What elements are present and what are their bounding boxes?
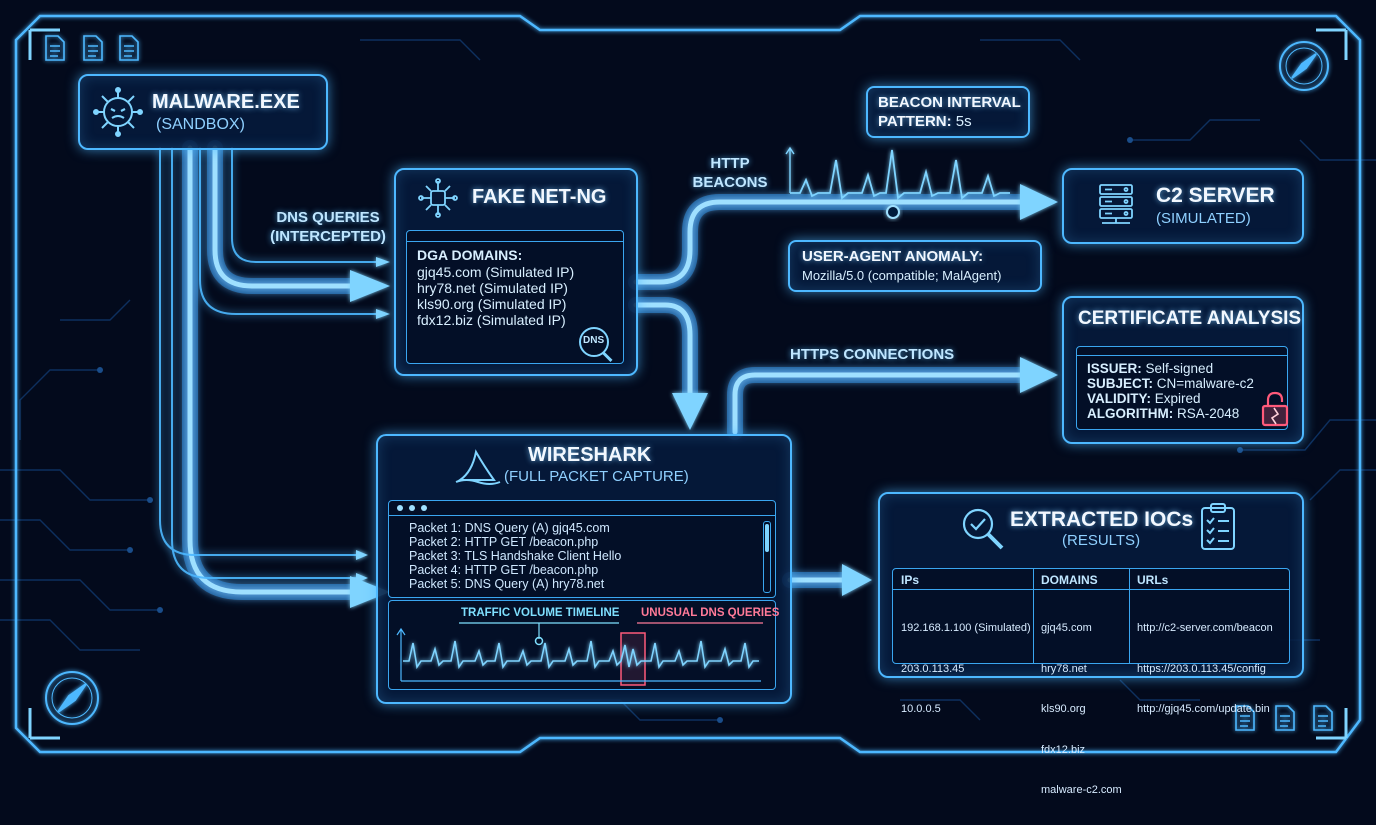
wireshark-node[interactable]: WIRESHARK (FULL PACKET CAPTURE) Packet 1… [376,434,792,704]
dns-magnifier-handle [601,351,613,363]
ioc-ip: 10.0.0.5 [901,703,941,715]
c2-subtitle: (SIMULATED) [1156,210,1251,227]
document-icons [45,35,1333,731]
shark-fin-icon [455,449,501,485]
beacon-interval-line2: PATTERN: 5s [878,113,972,130]
ioc-domain: hry78.net [1041,662,1087,675]
malware-node[interactable]: MALWARE.EXE (SANDBOX) [78,74,328,150]
ioc-header-urls: URLs [1137,573,1169,587]
c2-title: C2 SERVER [1156,184,1275,207]
ioc-url: http://c2-server.com/beacon [1137,622,1273,634]
ioc-url: https://203.0.113.45/config [1137,662,1266,675]
dga-header: DGA DOMAINS: [417,247,523,263]
flow-pipes [159,140,1028,600]
fakenet-node[interactable]: FAKE NET-NG DGA DOMAINS: gjq45.com (Simu… [394,168,638,376]
magnifier-check-icon [962,508,1004,550]
packet-scrollbar-thumb[interactable] [765,524,769,552]
diagram-canvas [0,14,1376,754]
dns-queries-label: DNS QUERIES (INTERCEPTED) [270,209,386,245]
virus-icon [93,87,143,137]
traffic-timeline-panel: TRAFFIC VOLUME TIMELINE UNUSUAL DNS QUER… [388,600,780,690]
ioc-url: http://gjq45.com/update.bin [1137,703,1270,715]
cert-validity: VALIDITY: Expired [1087,391,1201,406]
ioc-header-ips: IPs [901,573,920,587]
iocs-node[interactable]: EXTRACTED IOCs (RESULTS) IPs DOMAINS URL… [878,492,1304,796]
dga-panel: DGA DOMAINS: gjq45.com (Simulated IP) hr… [406,230,624,364]
dns-badge: DNS [583,335,605,346]
user-agent-callout: USER-AGENT ANOMALY: Mozilla/5.0 (compati… [788,240,1042,292]
ioc-domain: fdx12.biz [1041,743,1086,756]
certificate-node[interactable]: CERTIFICATE ANALYSIS ISSUER: Self-signed… [1062,296,1304,444]
network-chip-icon [418,178,458,218]
packet-row-4[interactable]: Packet 4: HTTP GET /beacon.php [409,563,599,577]
packet-scrollbar[interactable] [763,521,771,593]
dns-magnifier-icon [579,327,609,357]
packet-panel-titlebar [389,501,775,516]
packet-row-2[interactable]: Packet 2: HTTP GET /beacon.php [409,535,599,549]
c2-server-node[interactable]: C2 SERVER (SIMULATED) [1062,168,1304,244]
iocs-title: EXTRACTED IOCs [1010,508,1194,531]
compass-icon-bottom [45,671,99,725]
ioc-domain: kls90.org [1041,703,1086,715]
window-dot [397,505,403,511]
dga-panel-header [407,231,623,242]
http-beacons-label: HTTP BEACONS [692,155,768,191]
outer-frame [14,14,1362,754]
wireshark-title: WIRESHARK [528,444,652,466]
wireshark-subtitle: (FULL PACKET CAPTURE) [504,468,689,485]
ioc-domain: gjq45.com [1041,622,1092,634]
anomaly-highlight [620,632,646,686]
compass-icon-top [1279,41,1329,91]
cert-subject: SUBJECT: CN=malware-c2 [1087,376,1254,391]
certificate-panel-header [1077,347,1287,356]
ioc-table-header-rule [893,589,1289,590]
anomaly-label: UNUSUAL DNS QUERIES [641,607,780,619]
dga-domain-2: hry78.net (Simulated IP) [417,280,568,296]
broken-lock-icon [1261,391,1289,427]
packet-row-5[interactable]: Packet 5: DNS Query (A) hry78.net [409,577,605,591]
dga-domain-1: gjq45.com (Simulated IP) [417,264,575,280]
beacon-pulse [785,146,1010,200]
ioc-domain: malware-c2.com [1041,784,1122,796]
packet-row-1[interactable]: Packet 1: DNS Query (A) gjq45.com [409,521,610,535]
ioc-table-divider-1 [1033,569,1034,663]
window-dot [409,505,415,511]
https-connections-label: HTTPS CONNECTIONS [790,346,955,363]
user-agent-title: USER-AGENT ANOMALY: [802,248,984,265]
ioc-ips-list: 192.168.1.100 (Simulated) 203.0.113.45 1… [901,595,1031,744]
iocs-subtitle: (RESULTS) [1062,532,1141,549]
ioc-domains-list: gjq45.com hry78.net kls90.org fdx12.biz … [1041,595,1122,825]
traffic-timeline-graph [396,622,763,686]
packet-row-3[interactable]: Packet 3: TLS Handshake Client Hello [409,549,622,563]
ioc-table: IPs DOMAINS URLs 192.168.1.100 (Simulate… [892,568,1290,796]
fakenet-title: FAKE NET-NG [472,186,607,208]
dga-domain-3: kls90.org (Simulated IP) [417,296,567,312]
cert-issuer: ISSUER: Self-signed [1087,361,1214,376]
certificate-panel: ISSUER: Self-signed SUBJECT: CN=malware-… [1076,346,1288,430]
flow-arrowheads [350,184,1058,608]
user-agent-value: Mozilla/5.0 (compatible; MalAgent) [802,268,1002,283]
beacon-interval-callout: BEACON INTERVAL PATTERN: 5s [866,86,1030,138]
ioc-ip: 203.0.113.45 [901,662,965,675]
malware-subtitle: (SANDBOX) [156,116,245,133]
server-icon [1099,184,1133,224]
timeline-label: TRAFFIC VOLUME TIMELINE [461,607,620,619]
ioc-header-domains: DOMAINS [1041,573,1098,587]
packet-list-panel[interactable]: Packet 1: DNS Query (A) gjq45.com Packet… [388,500,776,598]
window-dot [421,505,427,511]
malware-title: MALWARE.EXE [152,91,300,113]
certificate-title: CERTIFICATE ANALYSIS [1078,308,1302,329]
ioc-table-divider-2 [1129,569,1130,663]
ioc-ip: 192.168.1.100 (Simulated) [901,622,1031,634]
clipboard-checklist-icon [1201,503,1235,550]
ioc-urls-list: http://c2-server.com/beacon https://203.… [1137,595,1273,744]
dga-domain-4: fdx12.biz (Simulated IP) [417,312,566,328]
beacon-interval-line1: BEACON INTERVAL [878,94,1021,111]
cert-algorithm: ALGORITHM: RSA-2048 [1087,406,1240,421]
